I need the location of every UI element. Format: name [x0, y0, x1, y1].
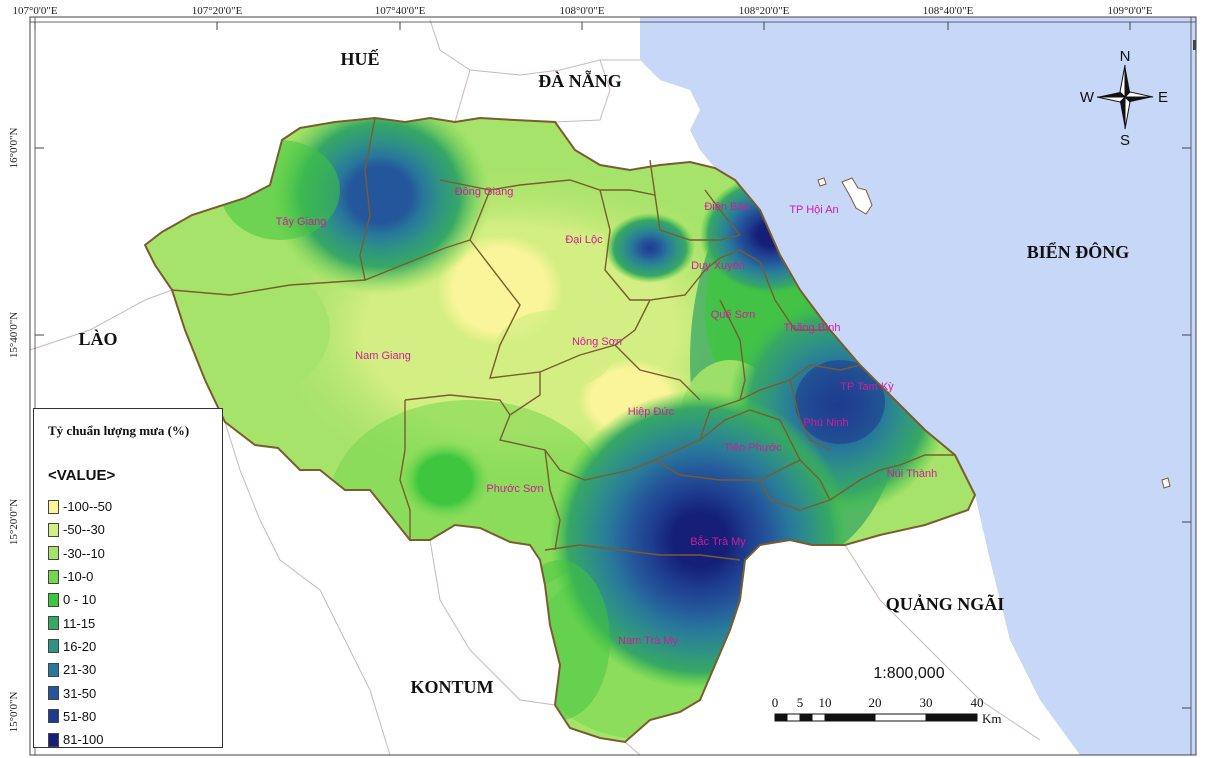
legend: Tỷ chuẩn lượng mưa (%) <VALUE> -100--50-… — [33, 408, 223, 748]
legend-item: 11-15 — [48, 611, 112, 634]
legend-item: 0 - 10 — [48, 588, 112, 611]
district-label-hoi-an: TP Hội An — [789, 204, 838, 216]
legend-item: -10-0 — [48, 565, 112, 588]
district-label-duy-xuyen: Duy Xuyên — [691, 260, 745, 272]
island — [841, 177, 873, 215]
scale-tick-0: 0 — [772, 695, 779, 710]
neighbor-boundaries — [29, 19, 1041, 756]
region-label-hue: HUẾ — [340, 48, 379, 69]
latitude-label-15-20: 15°20'0"N — [8, 499, 20, 545]
legend-item: 51-80 — [48, 705, 112, 728]
legend-swatch — [48, 592, 59, 607]
longitude-label-108-20: 108°20'0"E — [739, 5, 790, 17]
scale-tick-30: 30 — [920, 695, 933, 710]
region-label-da-nang: ĐÀ NẴNG — [538, 69, 622, 91]
legend-swatch — [48, 709, 59, 724]
district-label-phu-ninh: Phú Ninh — [803, 417, 848, 429]
legend-item: -100--50 — [48, 495, 112, 518]
legend-label: -30--10 — [63, 545, 105, 561]
legend-swatch — [48, 686, 59, 701]
compass-label-s: S — [1120, 132, 1130, 149]
longitude-label-107-20: 107°20'0"E — [192, 5, 243, 17]
district-label-nong-son: Nông Sơn — [572, 336, 622, 348]
district-label-dai-loc: Đại Lộc — [565, 234, 603, 246]
legend-item: 81-100 — [48, 728, 112, 751]
compass-needle-north — [1125, 65, 1130, 97]
legend-item: 31-50 — [48, 681, 112, 704]
compass-label-w: W — [1080, 89, 1095, 106]
district-label-nam-tra-my: Nam Trà My — [618, 635, 678, 647]
district-label-hiep-duc: Hiệp Đức — [628, 406, 675, 418]
legend-label: 21-30 — [63, 662, 97, 678]
region-label-lao: LÀO — [78, 328, 117, 349]
graticule — [29, 16, 1197, 756]
scale-ratio: 1:800,000 — [873, 665, 944, 682]
district-label-bac-tra-my: Bắc Trà My — [690, 535, 746, 548]
scale-unit: Km — [982, 711, 1002, 726]
legend-item: -50--30 — [48, 518, 112, 541]
latitude-label-15-0: 15°0'0"N — [8, 692, 20, 733]
region-label-kontum: KONTUM — [411, 677, 494, 697]
legend-swatch — [48, 546, 59, 561]
longitude-label-107-40: 107°40'0"E — [375, 5, 426, 17]
island — [817, 177, 827, 187]
latitude-label-15-40: 15°40'0"N — [8, 312, 20, 358]
scale-tick-40: 40 — [971, 695, 984, 710]
legend-label: -10-0 — [63, 569, 94, 585]
legend-field-name: <VALUE> — [48, 467, 116, 484]
legend-swatch — [48, 522, 59, 537]
scale-tick-20: 20 — [869, 695, 882, 710]
legend-swatch — [48, 569, 59, 584]
legend-label: 51-80 — [63, 708, 97, 724]
legend-label: 0 - 10 — [63, 592, 97, 608]
scale-tick-5: 5 — [797, 695, 804, 710]
legend-label: 16-20 — [63, 638, 97, 654]
district-label-tam-ky: TP Tam Kỳ — [840, 381, 894, 393]
legend-item: -30--10 — [48, 542, 112, 565]
compass-label-n: N — [1120, 48, 1131, 65]
legend-item: 16-20 — [48, 635, 112, 658]
legend-label: -50--30 — [63, 522, 105, 538]
legend-swatch — [48, 662, 59, 677]
legend-swatch — [48, 732, 59, 747]
district-label-thang-binh: Thăng Bình — [784, 322, 841, 334]
compass-rose: N S E W — [1080, 48, 1168, 149]
legend-label: -100--50 — [63, 499, 113, 515]
legend-list: -100--50 -50--30 -30--10 -10-0 0 - 10 11-15 16… — [48, 495, 112, 751]
district-label-nam-giang: Nam Giang — [355, 350, 411, 362]
scale-tick-10: 10 — [819, 695, 832, 710]
legend-swatch — [48, 616, 59, 631]
district-label-que-son: Quế Sơn — [711, 309, 756, 321]
compass-label-e: E — [1158, 89, 1168, 106]
legend-label: 31-50 — [63, 685, 97, 701]
legend-swatch — [48, 639, 59, 654]
district-label-nui-thanh: Núi Thành — [887, 468, 938, 480]
district-label-phuoc-son: Phước Sơn — [486, 483, 543, 495]
district-label-tay-giang: Tây Giang — [276, 216, 327, 228]
district-label-dien-ban: Điện Bàn — [704, 201, 749, 213]
legend-label: 11-15 — [63, 615, 96, 631]
region-label-bien-dong: BIỂN ĐÔNG — [1027, 241, 1130, 262]
latitude-label-16-0: 16°0'0"N — [8, 128, 20, 169]
island — [1161, 477, 1171, 489]
longitude-label-108-40: 108°40'0"E — [923, 5, 974, 17]
legend-item: 21-30 — [48, 658, 112, 681]
sea-area — [640, 17, 1196, 755]
longitude-label-107-0: 107°0'0"E — [12, 5, 57, 17]
region-label-quang-ngai: QUẢNG NGÃI — [886, 593, 1005, 614]
district-label-dong-giang: Đông Giang — [455, 186, 514, 198]
scale-bar: 1:800,000 0 5 10 20 30 40 Km — [772, 665, 1002, 726]
legend-swatch — [48, 499, 59, 514]
district-boundaries — [171, 117, 955, 561]
longitude-label-108-0: 108°0'0"E — [559, 5, 604, 17]
legend-title: Tỷ chuẩn lượng mưa (%) — [48, 423, 190, 438]
legend-label: 81-100 — [63, 732, 104, 748]
district-label-tien-phuoc: Tiên Phước — [724, 442, 782, 454]
longitude-label-109-0: 109°0'0"E — [1107, 5, 1152, 17]
